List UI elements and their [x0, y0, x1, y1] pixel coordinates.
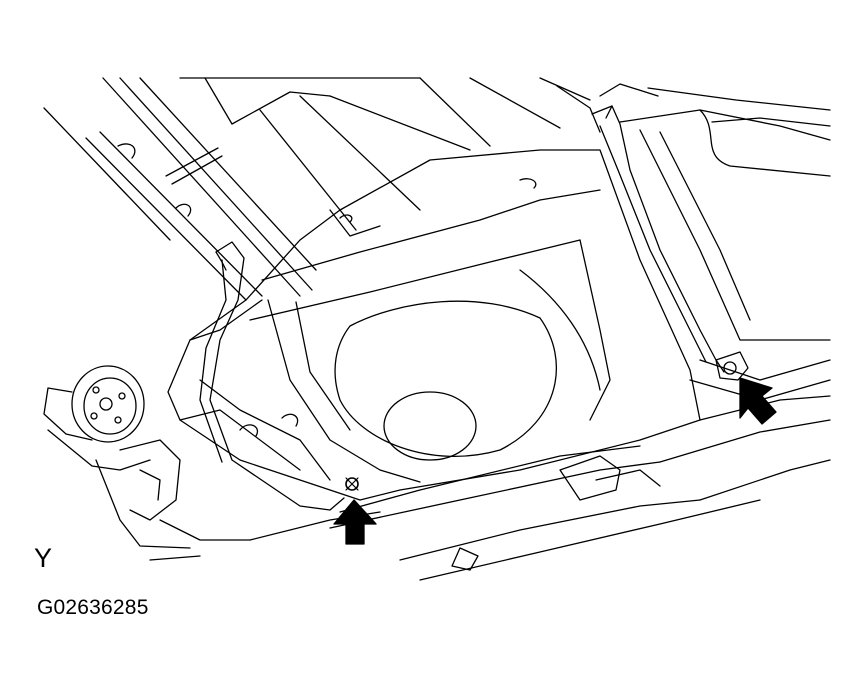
up-arrow-icon [739, 377, 777, 425]
view-letter: Y [34, 543, 53, 573]
right-bolt-arrow [739, 377, 777, 425]
left-frame-rail [43, 77, 317, 301]
flange-assembly [43, 365, 251, 561]
left-bolt-arrow [333, 477, 377, 545]
lower-frame [249, 395, 831, 581]
fuel-tank [167, 149, 701, 501]
tank-straps [199, 105, 725, 511]
right-frame-rail [639, 129, 831, 401]
up-arrow-icon [333, 499, 377, 545]
figure-code: G02636285 [37, 596, 149, 619]
floor-panel [179, 77, 831, 231]
